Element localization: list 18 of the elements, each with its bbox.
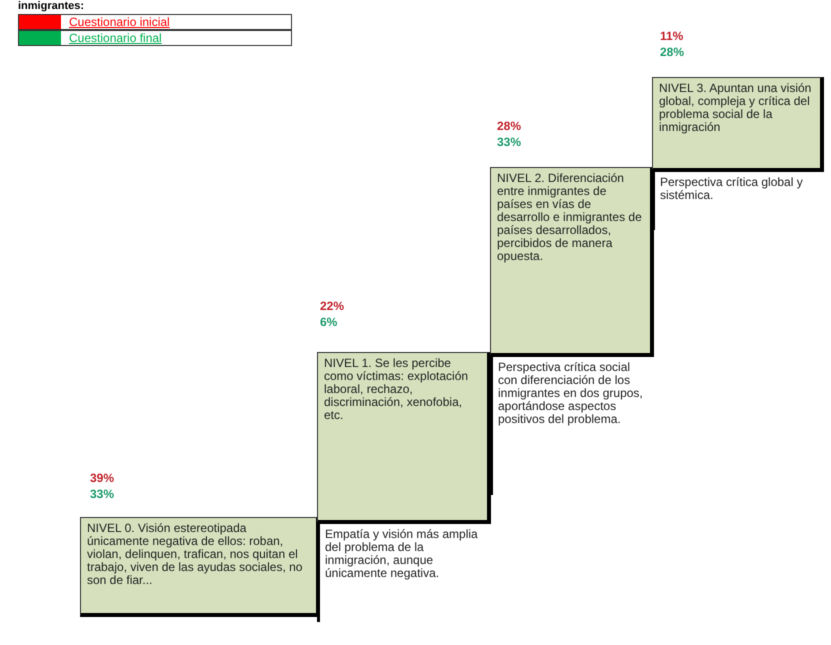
description-text: Empatía y visión más amplia del problema de la inmigración, aunque únicamente negativa.: [317, 522, 485, 622]
legend-label: Cuestionario inicial: [69, 15, 170, 29]
percentage-value: 22%: [320, 298, 344, 314]
description-text: Perspectiva crítica global y sistémica.: [652, 170, 812, 230]
percentage-value: 28%: [660, 44, 684, 60]
description-text: Perspectiva crítica social con diferenciación de los inmigrantes en dos grupos, aportándose aspectos positivos del problema.: [490, 355, 652, 495]
legend-label: Cuestionario final: [69, 31, 162, 45]
note-text: inmigrantes:: [18, 0, 84, 13]
percentage-value: 33%: [497, 134, 522, 150]
percentage-value: 39%: [90, 470, 114, 486]
percentage-value: 33%: [90, 486, 114, 502]
level-step-box: NIVEL 2. Diferenciación entre inmigrantes de países en vías de desarrollo e inmigrantes de países desarrollados, percibidos de manera opuesta.: [490, 167, 654, 357]
level-step-box: NIVEL 3. Apuntan una visión global, compleja y crítica del problema social de la inmigración: [652, 77, 824, 172]
percentage-value: 6%: [320, 314, 338, 330]
level-step-box: NIVEL 1. Se les percibe como víctimas: explotación laboral, rechazo, discriminación, xenofobia, etc.: [317, 352, 491, 524]
percentage-value: 11%: [660, 28, 684, 44]
level-step-box: NIVEL 0. Visión estereotipada únicamente negativa de ellos: roban, violan, delinquen, trafican, nos quitan el trabajo, viven de las ayudas sociales, no son de fiar...: [80, 517, 320, 617]
percentage-value: 28%: [497, 118, 522, 134]
